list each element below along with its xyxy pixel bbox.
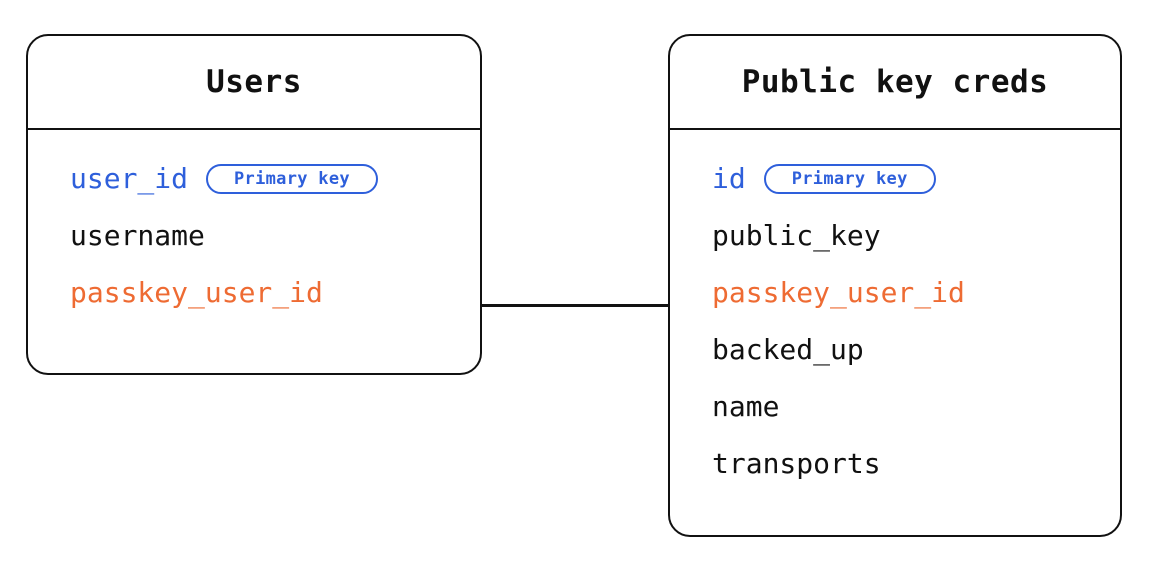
- field-name-id: id: [712, 161, 746, 195]
- field-row-public-key[interactable]: public_key: [670, 207, 1120, 264]
- field-name-username: username: [70, 218, 205, 252]
- field-row-id[interactable]: id Primary key: [670, 150, 1120, 207]
- entity-box-public-key-creds[interactable]: Public key creds id Primary key public_k…: [668, 34, 1122, 537]
- entity-header-users: Users: [28, 36, 480, 130]
- field-name-backed-up: backed_up: [712, 332, 864, 366]
- field-name-transports: transports: [712, 446, 881, 480]
- field-name-public-key: public_key: [712, 218, 881, 252]
- field-row-username[interactable]: username: [28, 207, 480, 264]
- entity-box-users[interactable]: Users user_id Primary key username passk…: [26, 34, 482, 375]
- field-name-name: name: [712, 389, 780, 423]
- field-row-passkey-user-id[interactable]: passkey_user_id: [28, 264, 480, 321]
- field-row-user-id[interactable]: user_id Primary key: [28, 150, 480, 207]
- field-name-passkey-user-id: passkey_user_id: [712, 275, 965, 309]
- relationship-connector-line: [481, 304, 671, 307]
- field-row-name[interactable]: name: [670, 378, 1120, 435]
- entity-field-list-users: user_id Primary key username passkey_use…: [28, 130, 480, 321]
- entity-title-users: Users: [206, 64, 302, 100]
- entity-field-list-public-key-creds: id Primary key public_key passkey_user_i…: [670, 130, 1120, 492]
- field-row-backed-up[interactable]: backed_up: [670, 321, 1120, 378]
- field-name-user-id: user_id: [70, 161, 189, 195]
- field-row-transports[interactable]: transports: [670, 435, 1120, 492]
- primary-key-badge: Primary key: [206, 163, 378, 194]
- field-row-passkey-user-id[interactable]: passkey_user_id: [670, 264, 1120, 321]
- entity-header-public-key-creds: Public key creds: [670, 36, 1120, 130]
- entity-title-public-key-creds: Public key creds: [741, 64, 1049, 100]
- primary-key-badge: Primary key: [763, 163, 936, 194]
- field-name-passkey-user-id: passkey_user_id: [70, 275, 323, 309]
